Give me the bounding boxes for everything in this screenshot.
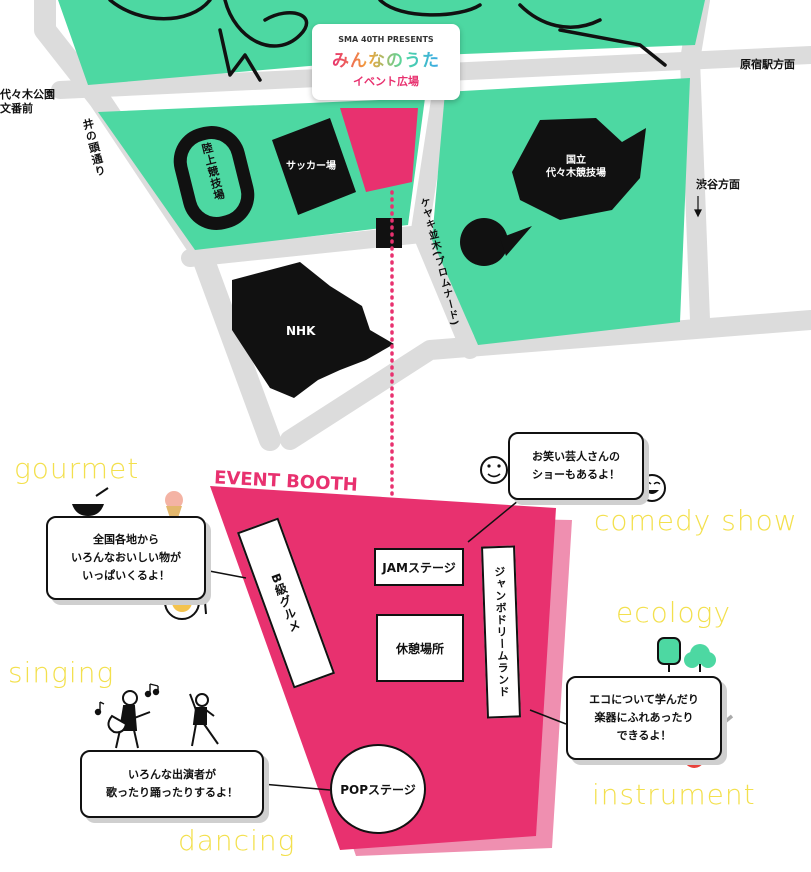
shibuya-direction-label: 渋谷方面 <box>696 178 740 191</box>
national-stadium <box>460 118 646 266</box>
ecology-bubble: エコについて学んだり 楽器にふれあったり できるよ！ <box>566 676 722 760</box>
dancer-icon <box>189 693 219 747</box>
harajuku-direction-label: 原宿駅方面 <box>740 58 795 71</box>
event-logo: SMA 40TH PRESENTS みんなのうた イベント広場 <box>312 24 460 100</box>
singing-bubble: いろんな出演者が 歌ったり踊ったりするよ！ <box>80 750 264 818</box>
pop-stage-booth: POPステージ <box>330 744 426 834</box>
national-stadium-label: 国立 代々木競技場 <box>546 155 606 179</box>
logo-name: みんなのうた <box>332 46 440 71</box>
guitarist-icon <box>107 690 151 749</box>
stadium-zone <box>98 98 425 250</box>
rest-area-booth: 休憩場所 <box>376 614 464 682</box>
music-note-icon <box>94 683 160 716</box>
dancing-category-label: dancing <box>178 824 296 857</box>
instrument-category-label: instrument <box>592 778 756 811</box>
logo-subtitle: イベント広場 <box>353 75 419 88</box>
soccer-field <box>272 118 356 215</box>
nhk-building <box>232 262 394 398</box>
smiley-face-icon <box>480 456 508 484</box>
ecology-category-label: ecology <box>616 596 732 629</box>
arrow-down-icon <box>694 196 702 218</box>
comedy-category-label: comedy show <box>594 504 798 537</box>
singing-category-label: singing <box>8 656 115 689</box>
soccer-field-label: サッカー場 <box>286 161 336 172</box>
park-paths <box>108 0 667 82</box>
event-plaza <box>340 108 418 192</box>
gourmet-bubble: 全国各地から いろんなおいしい物が いっぱいくるよ！ <box>46 516 206 600</box>
laughing-face-icon <box>638 474 666 502</box>
bowl-icon <box>72 487 109 516</box>
yoyogi-park-label: 代々木公園 文番前 <box>0 88 55 116</box>
comedy-bubble: お笑い芸人さんの ショーもあるよ！ <box>508 432 644 500</box>
callout-lines <box>203 495 567 791</box>
athletics-track <box>173 126 255 230</box>
small-building <box>376 218 402 248</box>
jumbo-dreamland-booth: ジャンボドリームランド <box>481 545 521 719</box>
nhk-label: NHK <box>286 324 316 338</box>
tree-icon <box>657 637 716 672</box>
gourmet-category-label: gourmet <box>14 452 140 485</box>
logo-presents: SMA 40TH PRESENTS <box>338 35 434 44</box>
jam-stage-booth: JAMステージ <box>374 548 464 586</box>
